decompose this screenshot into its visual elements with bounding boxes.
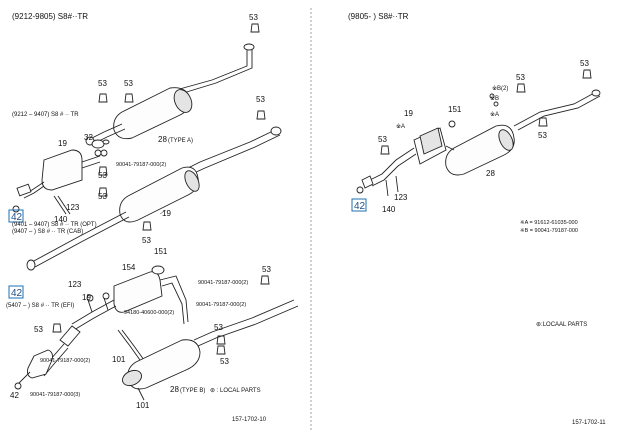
local-parts-note: ⊛:LOCAAL PARTS [536, 322, 587, 328]
part-number: 90041-79187-000(3) [30, 392, 80, 398]
ref-note-b: ※B(2) [492, 85, 508, 92]
figure-number: 157-1702-11 [572, 420, 606, 426]
part-number: 90041-79187-000(2) [40, 358, 90, 364]
sub-label: (9212 – 9407) S8 # ·· TR [12, 112, 79, 118]
ref-53: 53 [580, 59, 589, 68]
ref-101: 101 [112, 355, 126, 364]
lower-assembly: 28 (TYPE B) [14, 265, 299, 401]
ref-53: 53 [34, 325, 43, 334]
ref-28-type-b: 28 [170, 385, 179, 394]
muffler-type-a: 28 (TYPE A) [85, 43, 255, 157]
ref-28: 28 [486, 169, 495, 178]
ref-42-box [8, 285, 24, 299]
left-panel-header: (9212-9805) S8#··TR [12, 12, 88, 21]
ref-53: 53 [256, 95, 265, 104]
ref-53: 53 [378, 135, 387, 144]
ref-53: 53 [142, 236, 151, 245]
ref-53: 53 [98, 192, 107, 201]
type-b-label: (TYPE B) [180, 388, 205, 394]
local-parts-note: ⊛ : LOCAL PARTS [210, 388, 261, 394]
ref-140: 140 [382, 205, 396, 214]
ref-note-a: ※A [490, 111, 499, 118]
ref-123: 123 [66, 203, 80, 212]
footnote: ※B = 90041-79187-000 [520, 227, 578, 234]
ref-42-boxed: 42 [11, 288, 23, 299]
ref-42-box [351, 198, 367, 212]
right-panel-header: (9805- ) S8#··TR [348, 12, 409, 21]
ref-42-boxed: 42 [11, 212, 23, 223]
ref-28-type-a: 28 [158, 135, 167, 144]
ref-32: 32 [84, 133, 93, 142]
main-muffler [26, 126, 282, 271]
ref-123: 123 [68, 280, 82, 289]
part-number: 90041-79187-000(2) [198, 280, 248, 286]
ref-note-a: ※A [396, 123, 405, 130]
pre-muffler-upper [12, 149, 101, 215]
ref-19: 19 [58, 139, 67, 148]
ref-53: 53 [124, 79, 133, 88]
footnote: ※A = 91612-61035-000 [520, 219, 578, 226]
sub-label: (9407 – ) S8 # ·· TR (CAB) [12, 229, 83, 235]
sub-label: (5407 – ) S8 # ·· TR (EFI) [6, 303, 74, 309]
ref-101: 101 [136, 401, 150, 410]
ref-53: 53 [538, 131, 547, 140]
ref-53: 53 [516, 73, 525, 82]
left-panel: (9212-9805) S8#··TR 28 (TYPE A) [6, 12, 299, 423]
ref-151: 151 [154, 247, 168, 256]
ref-53: 53 [214, 323, 223, 332]
ref-19: 19 [404, 109, 413, 118]
right-panel: (9805- ) S8#··TR 53 53 53 53 19 151 [348, 12, 606, 426]
hangers-left [52, 23, 270, 355]
figure-number: 157-1702-10 [232, 417, 267, 423]
ref-123: 123 [394, 193, 408, 202]
sub-label: (9401 – 9407) S8 # ·· TR (OPT) [12, 222, 97, 228]
ref-140: 140 [54, 215, 68, 224]
type-a-label: (TYPE A) [168, 138, 193, 144]
part-number: 90041-79187-000(2) [116, 162, 166, 168]
ref-53: 53 [98, 79, 107, 88]
ref-53: 53 [249, 13, 258, 22]
ref-151: 151 [448, 105, 462, 114]
ref-53: 53 [98, 171, 107, 180]
ref-42-boxed: 42 [354, 201, 366, 212]
ref-42: 42 [10, 391, 19, 400]
ref-note-b: ※B [490, 95, 499, 102]
ref-19: 19 [82, 293, 91, 302]
ref-53: 53 [262, 265, 271, 274]
ref-19: 19 [162, 209, 171, 218]
ref-154: 154 [122, 263, 136, 272]
ref-53: 53 [220, 357, 229, 366]
ref-42-box [8, 209, 24, 223]
clamp-32 [91, 139, 110, 149]
part-number: 94180-40600-000(2) [124, 310, 174, 316]
part-number: 90041-79187-000(2) [196, 302, 246, 308]
